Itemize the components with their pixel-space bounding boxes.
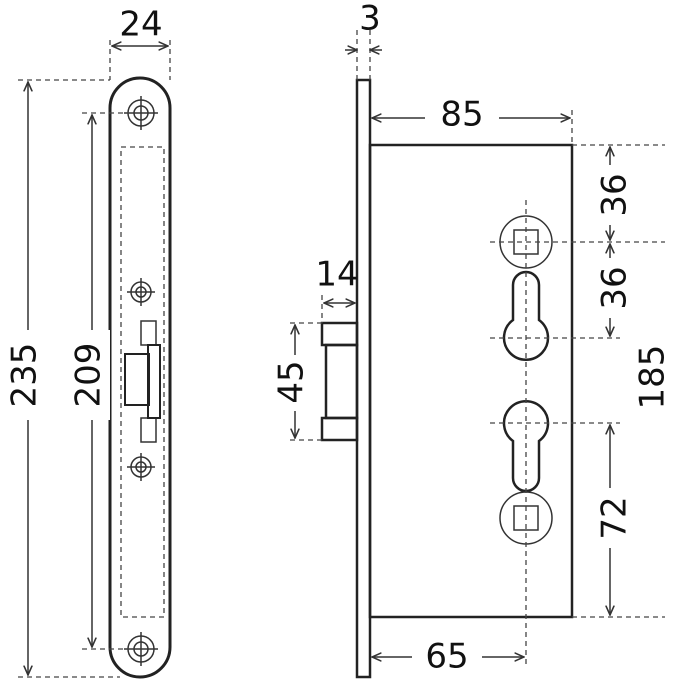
dim-screw-spacing: 209 — [69, 343, 109, 408]
dim-backset: 65 — [425, 637, 468, 677]
dim-case-depth: 85 — [440, 95, 483, 135]
screw-hole-icon — [127, 278, 155, 306]
dim-top-to-spindle: 36 — [595, 173, 635, 216]
dim-latch-projection: 14 — [315, 255, 358, 295]
dim-latch-height: 45 — [272, 360, 312, 403]
dim-spindle-to-keyhole: 36 — [595, 266, 635, 309]
dim-case-height: 185 — [633, 345, 673, 410]
lock-side-view — [320, 78, 574, 679]
dim-faceplate-width: 24 — [119, 5, 162, 45]
faceplate-front-view — [108, 76, 172, 679]
screw-hole-icon — [127, 453, 155, 481]
latch-front — [124, 320, 161, 443]
latch-bolt-side — [320, 321, 359, 442]
dim-cylinder-to-bottom: 72 — [595, 496, 635, 539]
screw-hole-icon — [124, 96, 158, 130]
dim-faceplate-thickness: 3 — [359, 0, 381, 39]
dim-faceplate-height: 235 — [5, 343, 45, 408]
